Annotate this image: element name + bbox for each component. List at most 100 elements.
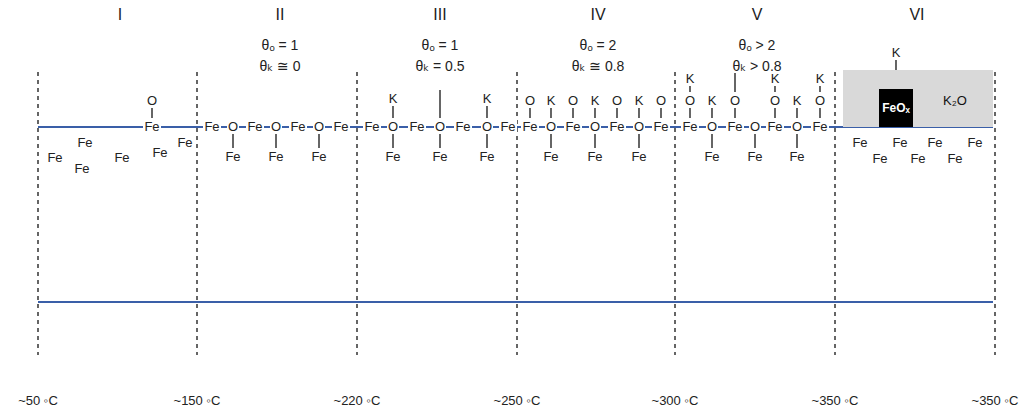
atom-label: Fe [151,146,168,159]
atom-label: O [567,94,579,107]
bond-line [232,134,234,148]
atom-label: O [481,120,493,133]
atom-label: O [227,120,239,133]
bond-line [572,108,574,118]
atom-label: O [684,94,696,107]
atom-label: Fe [267,150,284,163]
atom-label: O [589,120,601,133]
atom-label: O [814,94,826,107]
temperature-label: ~150 ◦C [173,394,222,407]
atom-label: O [706,120,718,133]
atom-label: Fe [46,151,63,164]
coverage-label: θₖ ≅ 0.8 [571,59,626,73]
atom-label: Fe [926,136,943,149]
bond-line [711,108,713,118]
atom-label: K [388,92,399,105]
temperature-label: ~350 ◦C [811,394,860,407]
atom-label: K [891,46,902,59]
bond-line [638,134,640,148]
atom-label: Fe [909,152,926,165]
atom-label: Fe [176,136,193,149]
atom-label: Fe [454,120,471,133]
atom-label: Fe [73,162,90,175]
atom-label: K [707,94,718,107]
atom-label: Fe [586,150,603,163]
atom-label: O [729,94,741,107]
atom-label: O [633,120,645,133]
region-numeral: III [432,7,447,23]
node-text: K₂O [943,94,967,107]
atom-label: K [685,72,696,85]
bond-line [660,108,662,118]
bond-line [638,108,640,118]
bond-line [754,134,756,148]
temperature-label: ~50 ◦C [17,394,59,407]
atom-label: Fe [521,120,538,133]
temperature-label: ~250 ◦C [493,394,542,407]
bond-line [275,134,277,148]
atom-label: K [546,94,557,107]
atom-label: Fe [76,136,93,149]
coverage-label: θₒ = 1 [261,38,300,52]
bond-line [550,108,552,118]
bond-line [711,134,713,148]
atom-label: Fe [703,150,720,163]
bond-line [392,106,394,118]
coverage-label: θₖ ≅ 0 [258,59,301,73]
atom-label: O [146,94,158,107]
bond-line [529,108,531,118]
atom-label: K [770,72,781,85]
bond-line [439,90,441,118]
atom-label: Fe [766,120,783,133]
atom-label: Fe [224,150,241,163]
atom-label: Fe [746,150,763,163]
bond-line [689,108,691,118]
atom-label: Fe [113,151,130,164]
atom-label: O [524,94,536,107]
atom-label: Fe [788,150,805,163]
atom-label: O [270,120,282,133]
region-numeral: II [275,7,286,23]
iron-oxide-island: FeOₓ [879,89,913,127]
atom-label: Fe [310,150,327,163]
atom-label: Fe [871,152,888,165]
atom-label: Fe [289,120,306,133]
atom-label: O [434,120,446,133]
temperature-label: ~300 ◦C [651,394,700,407]
bond-line [774,86,776,92]
coverage-label: θₒ = 1 [421,38,460,52]
atom-label: Fe [408,120,425,133]
region-numeral: VI [908,7,925,23]
atom-label: K [815,72,826,85]
bond-line [774,108,776,118]
region-numeral: V [751,7,764,23]
node-text: FeOₓ [882,102,910,114]
atom-label: Fe [630,150,647,163]
region-numeral: I [117,7,123,23]
atom-label: Fe [851,136,868,149]
atom-label: Fe [811,120,828,133]
temperature-label: ~220 ◦C [333,394,382,407]
coverage-label: θₒ = 2 [579,38,618,52]
bond-line [796,134,798,148]
atom-label: Fe [542,150,559,163]
atom-label: Fe [681,120,698,133]
bond-line [392,134,394,148]
atom-label: Fe [608,120,625,133]
bond-line [796,108,798,118]
bond-line [486,134,488,148]
bond-line [486,106,488,118]
atom-label: Fe [143,120,160,133]
bond-line [734,108,736,118]
bond-line [151,108,153,118]
temperature-label: ~350 ◦C [971,394,1020,407]
atom-label: Fe [891,136,908,149]
bond-line [819,86,821,92]
bond-line [616,108,618,118]
atom-label: Fe [726,120,743,133]
iron-slab [38,127,993,302]
atom-label: K [634,94,645,107]
atom-label: Fe [384,150,401,163]
bond-line [819,108,821,118]
atom-label: Fe [332,120,349,133]
